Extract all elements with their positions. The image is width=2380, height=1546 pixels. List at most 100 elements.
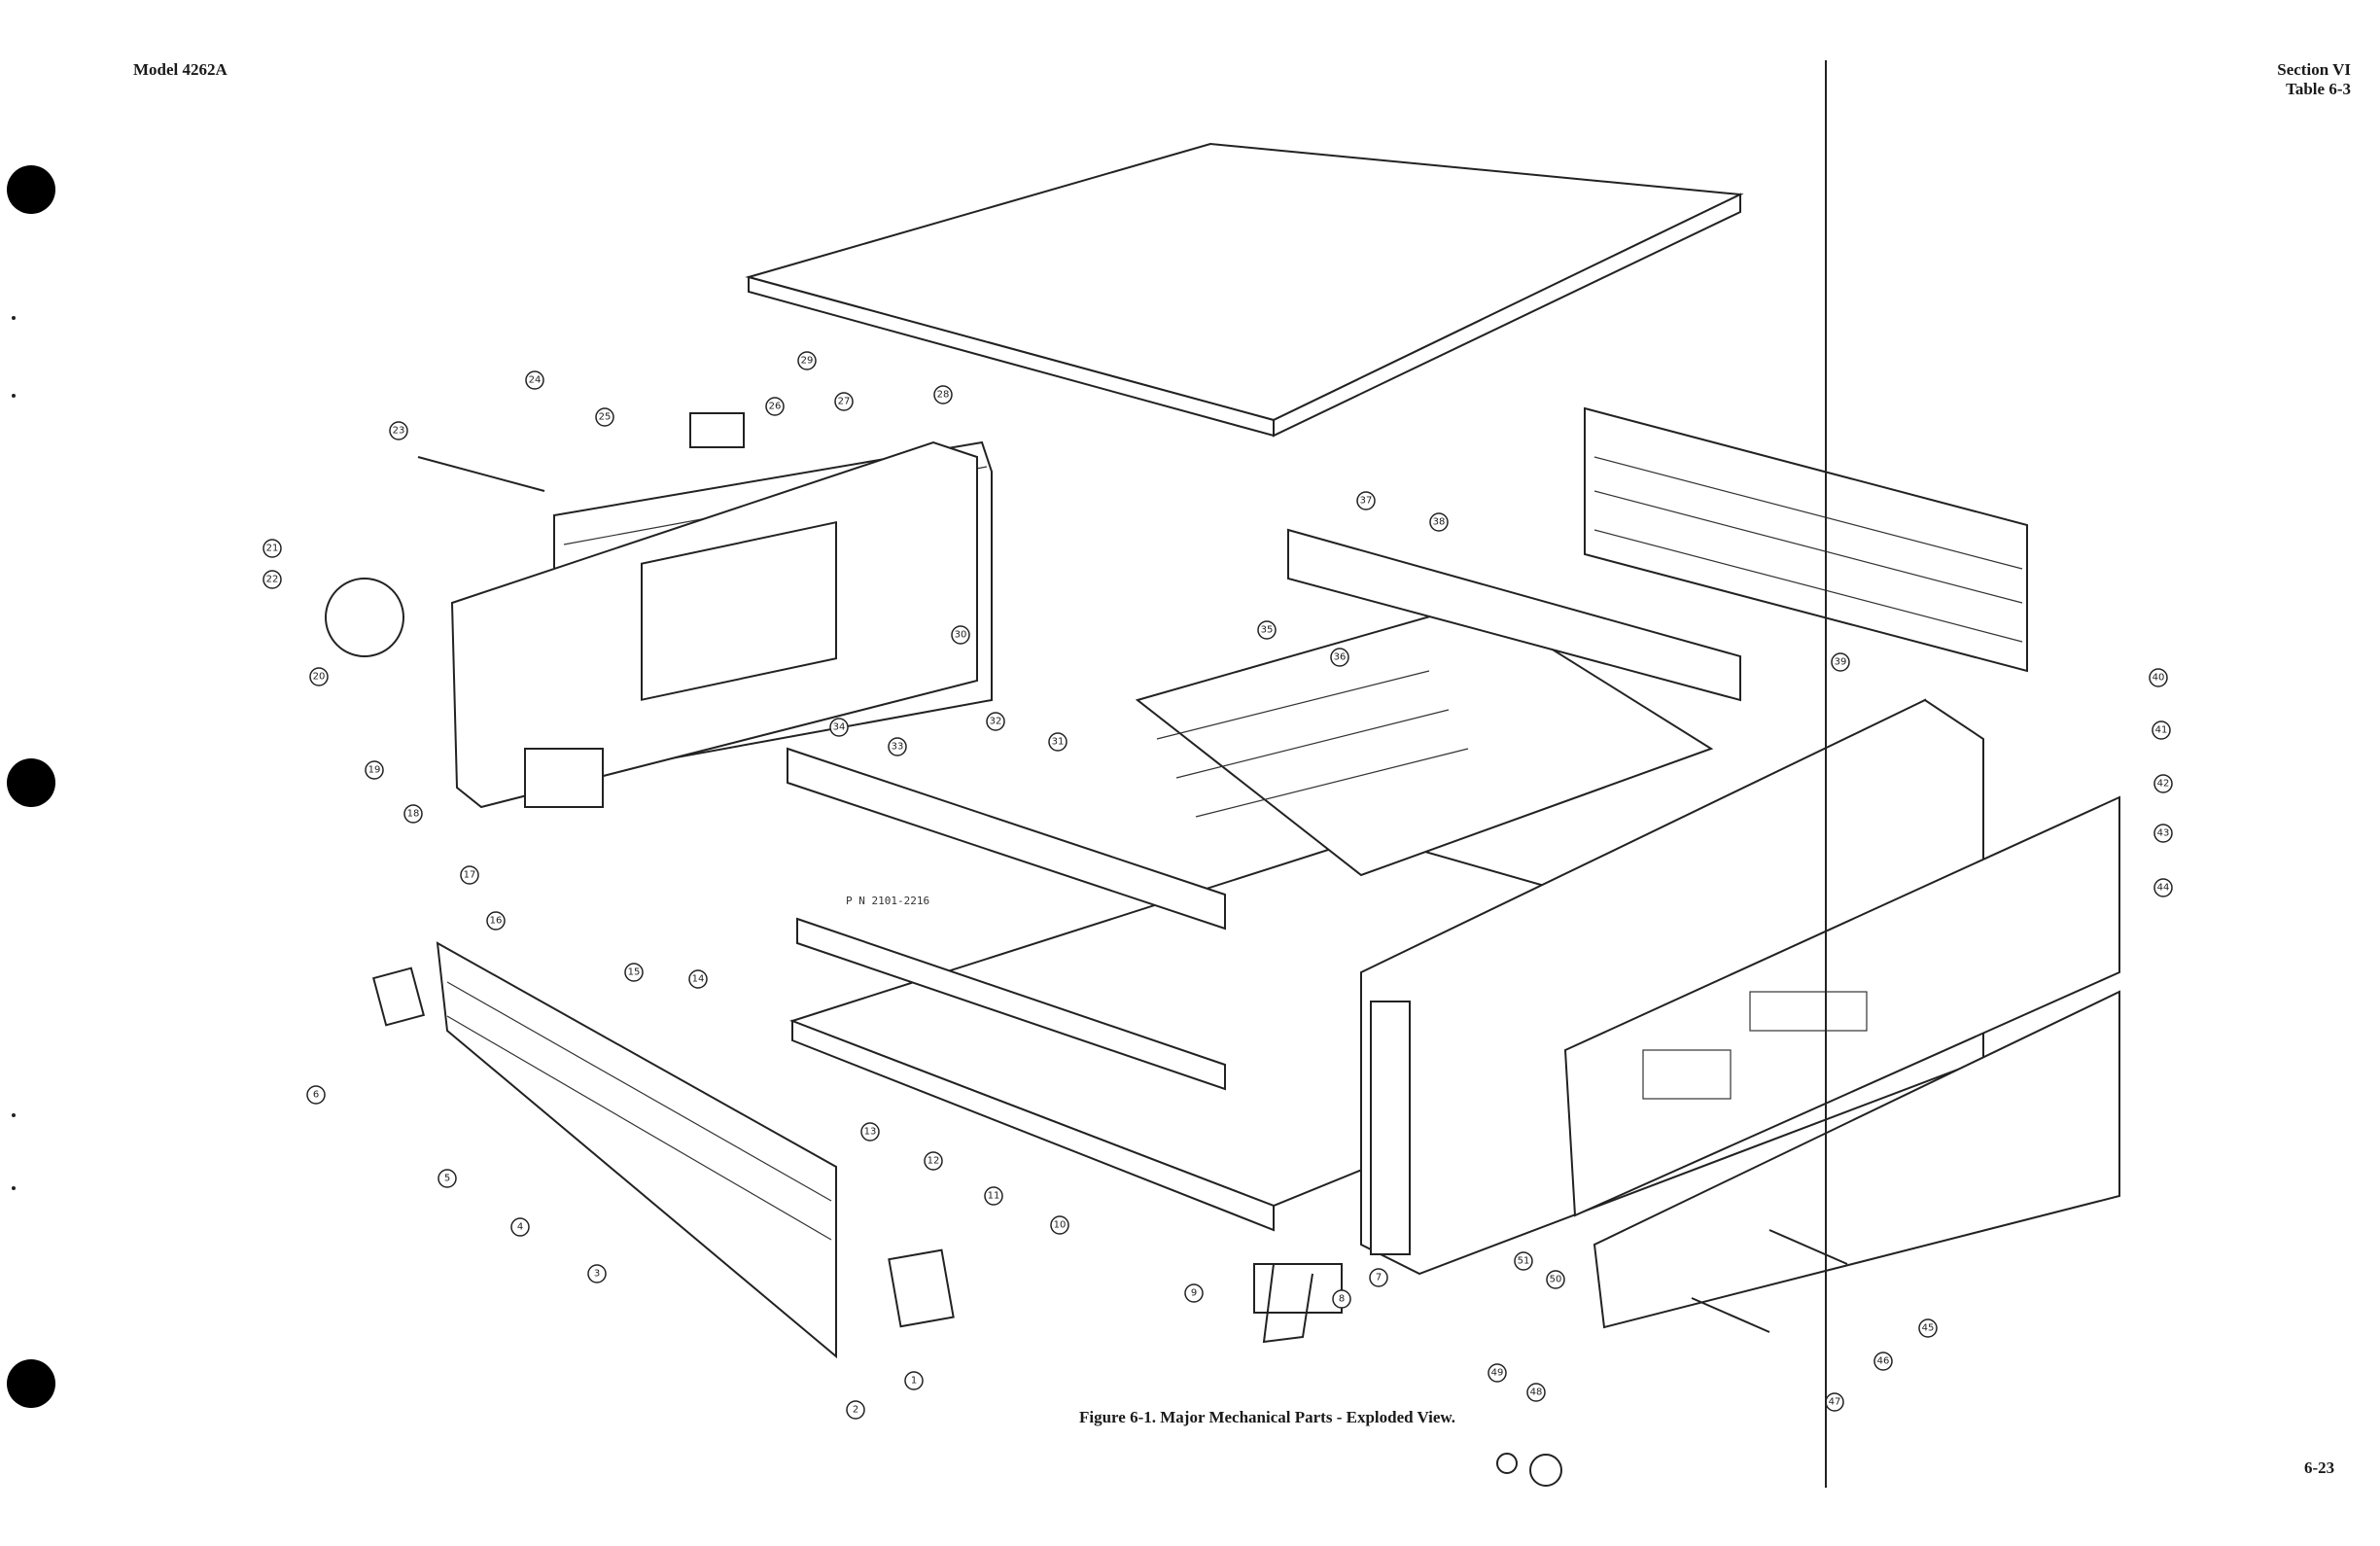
callout-47: 47 bbox=[1826, 1393, 1843, 1411]
callout-28: 28 bbox=[934, 386, 952, 404]
callout-41: 41 bbox=[2152, 721, 2170, 739]
callout-43: 43 bbox=[2154, 825, 2172, 842]
callout-25: 25 bbox=[596, 408, 613, 426]
callout-22: 22 bbox=[263, 571, 281, 588]
callout-label: 15 bbox=[628, 967, 641, 978]
callout-label: 42 bbox=[2157, 779, 2170, 790]
callout-46: 46 bbox=[1874, 1353, 1892, 1370]
page-number: 6-23 bbox=[2304, 1458, 2334, 1478]
callout-31: 31 bbox=[1049, 733, 1067, 751]
callout-15: 15 bbox=[625, 964, 643, 981]
callout-label: 7 bbox=[1376, 1273, 1382, 1283]
callout-32: 32 bbox=[987, 713, 1004, 730]
callout-49: 49 bbox=[1488, 1364, 1506, 1382]
callout-label: 32 bbox=[990, 717, 1002, 727]
callout-7: 7 bbox=[1370, 1269, 1387, 1286]
callout-label: 31 bbox=[1052, 737, 1065, 748]
callout-label: 51 bbox=[1518, 1256, 1530, 1267]
callout-38: 38 bbox=[1430, 513, 1448, 531]
callout-label: 29 bbox=[801, 356, 814, 367]
callout-label: 26 bbox=[769, 402, 782, 412]
callout-label: 22 bbox=[266, 575, 279, 585]
callout-label: 41 bbox=[2155, 725, 2168, 736]
callout-26: 26 bbox=[766, 398, 784, 415]
callout-label: 39 bbox=[1835, 657, 1847, 668]
callout-label: 4 bbox=[517, 1222, 523, 1233]
callout-label: 43 bbox=[2157, 828, 2170, 839]
callout-12: 12 bbox=[925, 1152, 942, 1170]
callout-48: 48 bbox=[1527, 1384, 1545, 1401]
callout-label: 21 bbox=[266, 544, 279, 554]
callout-51: 51 bbox=[1515, 1252, 1532, 1270]
callout-label: 13 bbox=[864, 1127, 877, 1138]
callout-17: 17 bbox=[461, 866, 478, 884]
callout-45: 45 bbox=[1919, 1319, 1937, 1337]
callout-label: 50 bbox=[1550, 1275, 1562, 1285]
callout-34: 34 bbox=[830, 719, 848, 736]
callout-label: 16 bbox=[490, 916, 503, 927]
callout-label: 12 bbox=[928, 1156, 940, 1167]
callout-label: 34 bbox=[833, 722, 846, 733]
callout-42: 42 bbox=[2154, 775, 2172, 792]
callout-4: 4 bbox=[511, 1218, 529, 1236]
callout-label: 35 bbox=[1261, 625, 1274, 636]
callout-label: 27 bbox=[838, 397, 851, 407]
callout-3: 3 bbox=[588, 1265, 606, 1282]
callout-23: 23 bbox=[390, 422, 407, 439]
callout-1: 1 bbox=[905, 1372, 923, 1389]
callout-label: 25 bbox=[599, 412, 612, 423]
callout-30: 30 bbox=[952, 626, 969, 644]
callout-24: 24 bbox=[526, 371, 543, 389]
callout-label: 2 bbox=[853, 1405, 858, 1416]
callout-label: 23 bbox=[393, 426, 405, 437]
callout-40: 40 bbox=[2150, 669, 2167, 686]
callout-16: 16 bbox=[487, 912, 505, 930]
callout-label: 48 bbox=[1530, 1388, 1543, 1398]
callout-36: 36 bbox=[1331, 649, 1348, 666]
figure-caption: Figure 6-1. Major Mechanical Parts - Exp… bbox=[1079, 1408, 1455, 1427]
callout-label: 1 bbox=[911, 1376, 917, 1387]
callout-label: 17 bbox=[464, 870, 476, 881]
callout-21: 21 bbox=[263, 540, 281, 557]
callout-label: 14 bbox=[692, 974, 705, 985]
callout-label: 37 bbox=[1360, 496, 1373, 507]
callout-label: 33 bbox=[892, 742, 904, 753]
callout-label: 30 bbox=[955, 630, 967, 641]
callout-label: 45 bbox=[1922, 1323, 1935, 1334]
callout-label: 47 bbox=[1829, 1397, 1841, 1408]
callout-label: 8 bbox=[1339, 1294, 1345, 1305]
callout-label: 18 bbox=[407, 809, 420, 820]
left-side-panel bbox=[438, 943, 836, 1356]
callout-label: 9 bbox=[1191, 1288, 1197, 1299]
callout-19: 19 bbox=[366, 761, 383, 779]
callout-20: 20 bbox=[310, 668, 328, 685]
callout-14: 14 bbox=[689, 970, 707, 988]
callout-label: 11 bbox=[988, 1191, 1000, 1202]
callout-18: 18 bbox=[404, 805, 422, 823]
callout-37: 37 bbox=[1357, 492, 1375, 509]
callout-label: 5 bbox=[444, 1174, 450, 1184]
callout-label: 49 bbox=[1491, 1368, 1504, 1379]
part-number-label: P N 2101-2216 bbox=[846, 895, 929, 907]
callout-50: 50 bbox=[1547, 1271, 1564, 1288]
callout-39: 39 bbox=[1832, 653, 1849, 671]
callout-2: 2 bbox=[847, 1401, 864, 1419]
callout-33: 33 bbox=[889, 738, 906, 755]
callout-label: 24 bbox=[529, 375, 542, 386]
callout-label: 6 bbox=[313, 1090, 319, 1101]
callout-35: 35 bbox=[1258, 621, 1276, 639]
callout-label: 40 bbox=[2152, 673, 2165, 684]
callout-29: 29 bbox=[798, 352, 816, 369]
callout-13: 13 bbox=[861, 1123, 879, 1141]
callout-label: 10 bbox=[1054, 1220, 1067, 1231]
callout-label: 28 bbox=[937, 390, 950, 401]
callout-6: 6 bbox=[307, 1086, 325, 1104]
callout-8: 8 bbox=[1333, 1290, 1350, 1308]
callout-label: 46 bbox=[1877, 1356, 1890, 1367]
callout-44: 44 bbox=[2154, 879, 2172, 896]
callout-label: 38 bbox=[1433, 517, 1446, 528]
top-cover bbox=[749, 144, 1740, 436]
callout-9: 9 bbox=[1185, 1284, 1203, 1302]
callout-11: 11 bbox=[985, 1187, 1002, 1205]
